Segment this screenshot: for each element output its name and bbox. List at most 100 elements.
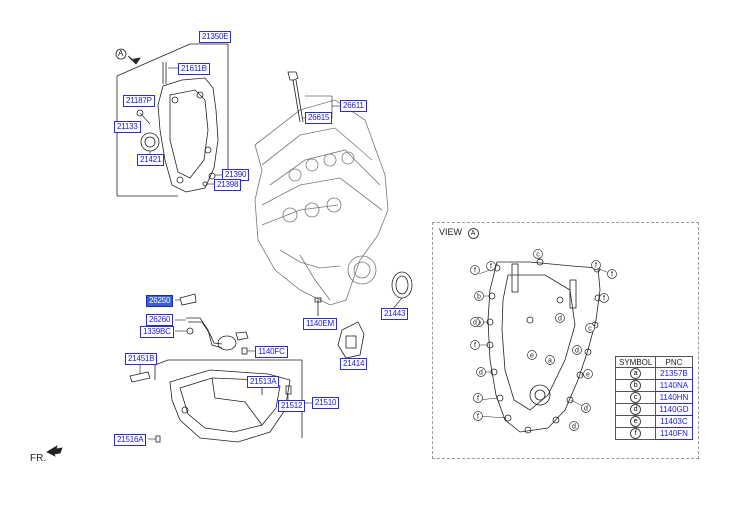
- view-a-title: VIEW A: [439, 227, 479, 239]
- engine-block-drawing: [254, 99, 389, 306]
- svg-text:f: f: [477, 413, 479, 420]
- table-row: f 1140FN: [614, 427, 693, 440]
- svg-text:a: a: [548, 357, 552, 364]
- table-row: e 11403C: [614, 415, 693, 428]
- callout-a: a: [545, 355, 555, 365]
- part-label-1140FC[interactable]: 1140FC: [255, 346, 288, 358]
- callout-d: d: [470, 317, 480, 327]
- symbol-a: a: [630, 368, 642, 379]
- pnc-cell[interactable]: 21357B: [655, 367, 693, 380]
- part-label-26260[interactable]: 26260: [146, 314, 174, 326]
- part-label-21512[interactable]: 21512: [278, 400, 306, 412]
- view-a-callouts: ffcffbfbdcfddefdfdaed: [470, 249, 617, 431]
- callout-e: e: [583, 369, 593, 379]
- callout-f: f: [591, 260, 601, 270]
- part-label-21516A[interactable]: 21516A: [114, 434, 147, 446]
- svg-text:f: f: [595, 262, 597, 269]
- callout-c: c: [533, 249, 543, 259]
- symbol-f: f: [630, 428, 642, 439]
- crank-seal-drawing: [391, 271, 413, 311]
- svg-text:e: e: [586, 371, 590, 378]
- callout-d: d: [572, 345, 582, 355]
- part-label-1339BC[interactable]: 1339BC: [140, 326, 174, 338]
- drain-plug-drawing: [148, 435, 161, 443]
- view-ref-circle: A: [467, 228, 479, 239]
- bracket-21414-drawing: [337, 321, 365, 362]
- callout-f: f: [473, 411, 483, 421]
- view-a-arrow: [115, 48, 141, 65]
- part-label-21398[interactable]: 21398: [214, 179, 242, 191]
- svg-text:f: f: [474, 342, 476, 349]
- svg-text:c: c: [588, 325, 592, 332]
- svg-text:f: f: [474, 267, 476, 274]
- svg-text:f: f: [477, 395, 479, 402]
- svg-text:d: d: [572, 423, 576, 430]
- part-label-21510[interactable]: 21510: [312, 397, 340, 409]
- part-label-26611[interactable]: 26611: [340, 100, 367, 112]
- svg-text:b: b: [477, 293, 481, 300]
- svg-text:d: d: [558, 315, 562, 322]
- svg-text:f: f: [611, 271, 613, 278]
- symbol-c: c: [630, 392, 642, 403]
- table-row: d 1140GD: [614, 403, 693, 416]
- baffle-21451b-drawing: [129, 364, 151, 383]
- part-label-21443[interactable]: 21443: [381, 308, 409, 320]
- callout-d: d: [476, 367, 486, 377]
- front-arrow: [46, 445, 63, 457]
- pnc-cell[interactable]: 1140HN: [655, 391, 693, 404]
- view-a-cover-drawing: [486, 258, 602, 434]
- callout-f: f: [599, 293, 609, 303]
- part-label-26250[interactable]: 26250: [146, 295, 174, 307]
- pnc-cell[interactable]: 1140GD: [655, 403, 693, 416]
- pnc-cell[interactable]: 1140NA: [655, 379, 693, 392]
- timing-cover-drawing: [136, 62, 219, 193]
- svg-text:f: f: [490, 263, 492, 270]
- symbol-cell: f: [614, 427, 657, 440]
- view-label: VIEW: [439, 227, 463, 237]
- symbol-d: d: [630, 404, 642, 415]
- part-label-21421[interactable]: 21421: [137, 154, 165, 166]
- svg-text:e: e: [530, 352, 534, 359]
- pnc-cell[interactable]: 1140FN: [655, 427, 693, 440]
- symbol-cell: c: [614, 391, 657, 404]
- callout-f: f: [473, 393, 483, 403]
- table-row: b 1140NA: [614, 379, 693, 392]
- svg-text:f: f: [603, 295, 605, 302]
- part-label-21451B[interactable]: 21451B: [125, 353, 158, 365]
- part-label-21513A[interactable]: 21513A: [247, 376, 280, 388]
- svg-text:d: d: [575, 347, 579, 354]
- part-label-21187P[interactable]: 21187P: [123, 95, 155, 107]
- symbol-b: b: [630, 380, 642, 391]
- svg-text:d: d: [473, 319, 477, 326]
- callout-f: f: [470, 265, 480, 275]
- pnc-cell[interactable]: 11403C: [655, 415, 693, 428]
- part-label-21133[interactable]: 21133: [114, 121, 141, 133]
- part-label-21350E[interactable]: 21350E: [199, 31, 232, 43]
- table-row: c 1140HN: [614, 391, 693, 404]
- symbol-cell: a: [614, 367, 657, 380]
- bolt-1140em-drawing: [314, 297, 322, 316]
- symbol-cell: b: [614, 379, 657, 392]
- callout-f: f: [470, 340, 480, 350]
- callout-f: f: [486, 261, 496, 271]
- header-symbol: SYMBOL: [614, 356, 657, 368]
- front-label: FR.: [30, 453, 47, 464]
- callout-c: c: [585, 323, 595, 333]
- symbol-pnc-table: SYMBOL PNC a 21357B b 1140NA c 1140HN d …: [614, 356, 693, 440]
- part-label-1140EM[interactable]: 1140EM: [303, 318, 338, 330]
- part-label-21414[interactable]: 21414: [340, 358, 368, 370]
- symbol-cell: d: [614, 403, 657, 416]
- svg-text:d: d: [584, 405, 588, 412]
- callout-d: d: [555, 313, 565, 323]
- svg-text:d: d: [479, 369, 483, 376]
- table-header-row: SYMBOL PNC: [614, 356, 693, 368]
- oil-pan-group-bracket: [154, 359, 303, 438]
- table-row: a 21357B: [614, 367, 693, 380]
- callout-f: f: [607, 269, 617, 279]
- part-label-21611B[interactable]: 21611B: [178, 63, 210, 75]
- callout-b: b: [474, 291, 484, 301]
- part-label-26615[interactable]: 26615: [305, 112, 333, 124]
- header-pnc: PNC: [655, 356, 693, 368]
- symbol-cell: e: [614, 415, 657, 428]
- timing-cover-leaders: [139, 67, 222, 185]
